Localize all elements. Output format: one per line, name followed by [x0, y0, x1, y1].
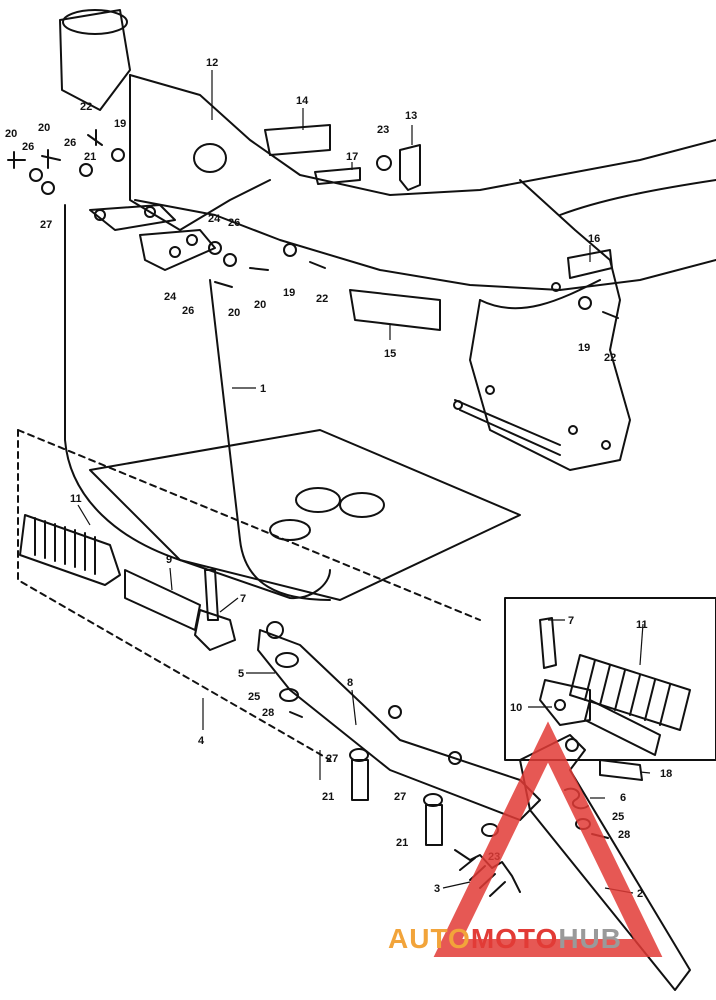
callout-20: 20	[5, 128, 17, 140]
callout-25: 25	[248, 691, 260, 703]
callout-17: 17	[346, 151, 358, 163]
callout-28: 28	[262, 707, 274, 719]
callout-22b: 22	[316, 293, 328, 305]
callout-6: 6	[620, 792, 626, 804]
callout-25b: 25	[612, 811, 624, 823]
callout-26: 26	[22, 141, 34, 153]
callout-20b: 20	[38, 122, 50, 134]
callout-19b: 19	[283, 287, 295, 299]
callout-18: 18	[660, 768, 672, 780]
callout-27c: 27	[394, 791, 406, 803]
callout-7b: 7	[568, 615, 574, 627]
svg-text:AUTOMOTOHUB: AUTOMOTOHUB	[388, 923, 622, 954]
callout-22: 22	[80, 101, 92, 113]
callout-24: 24	[208, 213, 221, 225]
callout-21: 21	[84, 151, 96, 163]
callout-26b: 26	[64, 137, 76, 149]
leader-lines	[77, 70, 651, 894]
callout-20c: 20	[228, 307, 240, 319]
callout-20d: 20	[254, 299, 266, 311]
callout-26c: 26	[228, 217, 240, 229]
callout-10: 10	[510, 702, 522, 714]
callout-26d: 26	[182, 305, 194, 317]
callout-11b: 11	[636, 619, 648, 631]
watermark-part-auto: AUTO	[388, 923, 471, 954]
callout-3: 3	[434, 883, 440, 895]
watermark-part-hub: HUB	[558, 923, 622, 954]
callout-15: 15	[384, 348, 396, 360]
callout-21c: 21	[396, 837, 408, 849]
callout-22c: 22	[604, 352, 616, 364]
frame-drawing	[7, 9, 716, 991]
callout-14: 14	[296, 95, 309, 107]
callout-27: 27	[40, 219, 52, 231]
callout-1: 1	[260, 383, 266, 395]
callout-7: 7	[240, 593, 246, 605]
callout-13: 13	[405, 110, 417, 122]
callout-19: 19	[114, 118, 126, 130]
watermark-logo: AUTOMOTOHUB	[388, 721, 663, 957]
callout-4: 4	[198, 735, 205, 747]
callout-23: 23	[377, 124, 389, 136]
callout-5: 5	[238, 668, 244, 680]
callout-21b: 21	[322, 791, 334, 803]
callout-27b: 27	[326, 753, 338, 765]
callout-8: 8	[347, 677, 353, 689]
callout-16: 16	[588, 233, 600, 245]
callout-12: 12	[206, 57, 218, 69]
callout-9: 9	[166, 554, 172, 566]
callout-28b: 28	[618, 829, 630, 841]
callout-2: 2	[637, 888, 643, 900]
callout-11: 11	[70, 493, 82, 505]
callout-19c: 19	[578, 342, 590, 354]
callout-24b: 24	[164, 291, 177, 303]
watermark-part-moto: MOTO	[471, 923, 558, 954]
watermark-triangle-icon	[433, 721, 663, 957]
